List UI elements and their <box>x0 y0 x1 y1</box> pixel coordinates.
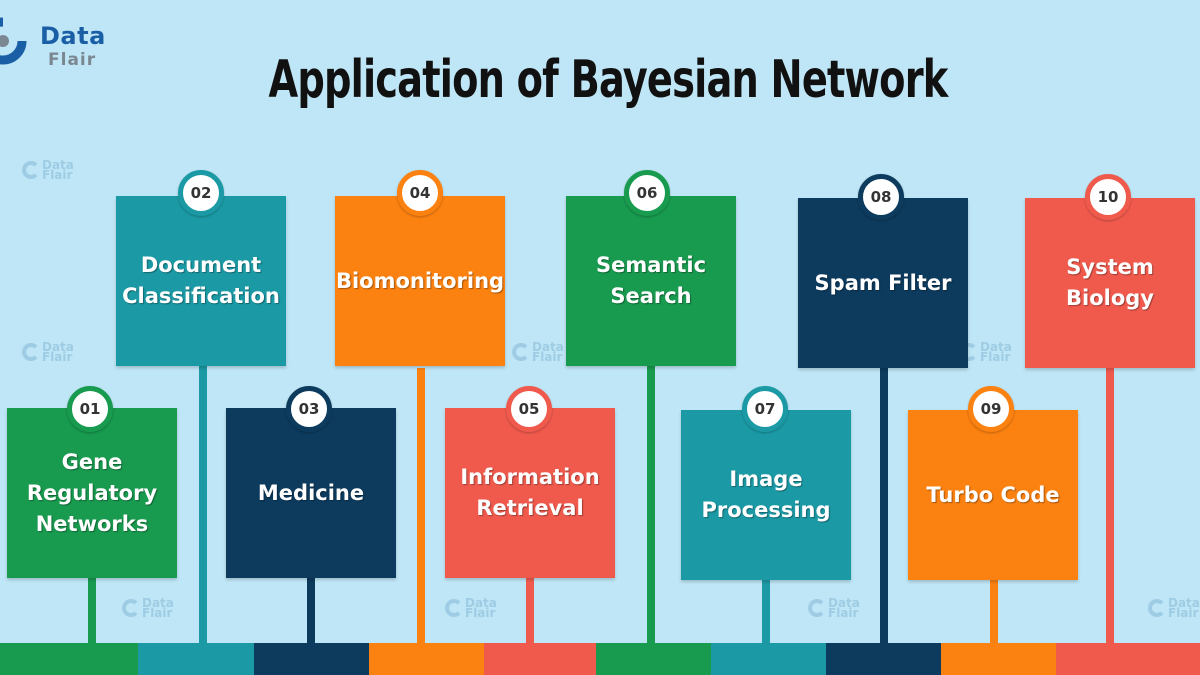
number-badge: 08 <box>858 174 904 220</box>
number-badge: 10 <box>1085 174 1131 220</box>
card-semantic-search: Semantic Search <box>566 196 736 366</box>
card-turbo-code: Turbo Code <box>908 410 1078 580</box>
number-badge: 06 <box>624 170 670 216</box>
card-label: Biomonitoring <box>335 268 505 293</box>
card-system-biology: System Biology <box>1025 198 1195 368</box>
bottom-bar-segment <box>0 643 138 675</box>
pole <box>1106 368 1114 646</box>
card-label: Gene Regulatory Networks <box>26 449 158 536</box>
page-title: Application of Bayesian Network <box>268 50 948 110</box>
card-biomonitoring: Biomonitoring <box>335 196 505 366</box>
number-badge: 02 <box>178 170 224 216</box>
card-gene-regulatory-networks: Gene Regulatory Networks <box>7 408 177 578</box>
pole <box>307 578 315 646</box>
card-label: Spam Filter <box>814 270 952 295</box>
number-badge: 07 <box>742 386 788 432</box>
card-label: Turbo Code <box>926 482 1060 507</box>
card-image-processing: Image Processing <box>681 410 851 580</box>
pole <box>762 580 770 646</box>
card-label: System Biology <box>1066 255 1154 310</box>
card-label: Medicine <box>257 480 365 505</box>
bottom-bar-segment <box>369 643 484 675</box>
bottom-bar-segment <box>596 643 711 675</box>
card-document-classification: Document Classification <box>116 196 286 366</box>
pole <box>88 578 96 646</box>
number-badge: 05 <box>506 386 552 432</box>
bottom-bar-segment <box>941 643 1056 675</box>
card-spam-filter: Spam Filter <box>798 198 968 368</box>
bottom-bar-segment <box>711 643 826 675</box>
pole <box>199 366 207 663</box>
bottom-bar-segment <box>1056 643 1200 675</box>
bottom-bar-segment <box>826 643 941 675</box>
card-label: Document Classification <box>122 253 280 308</box>
logo-text-flair: Flair <box>48 50 97 70</box>
bottom-bar-segment <box>138 643 254 675</box>
number-badge: 03 <box>286 386 332 432</box>
number-badge: 04 <box>397 170 443 216</box>
pole <box>990 580 998 646</box>
pole <box>526 578 534 646</box>
pole <box>647 366 655 646</box>
dataflair-logo-icon <box>0 16 28 65</box>
card-label: Information Retrieval <box>460 465 600 520</box>
card-information-retrieval: Information Retrieval <box>445 408 615 578</box>
logo-text-data: Data <box>40 22 106 50</box>
bottom-bar-segment <box>484 643 596 675</box>
card-label: Semantic Search <box>595 253 707 308</box>
dataflair-logo: Data Flair <box>0 12 130 72</box>
card-medicine: Medicine <box>226 408 396 578</box>
pole <box>880 368 888 646</box>
pole <box>417 368 425 646</box>
number-badge: 09 <box>968 386 1014 432</box>
bottom-bar-segment <box>254 643 369 675</box>
number-badge: 01 <box>67 386 113 432</box>
card-label: Image Processing <box>701 467 831 522</box>
